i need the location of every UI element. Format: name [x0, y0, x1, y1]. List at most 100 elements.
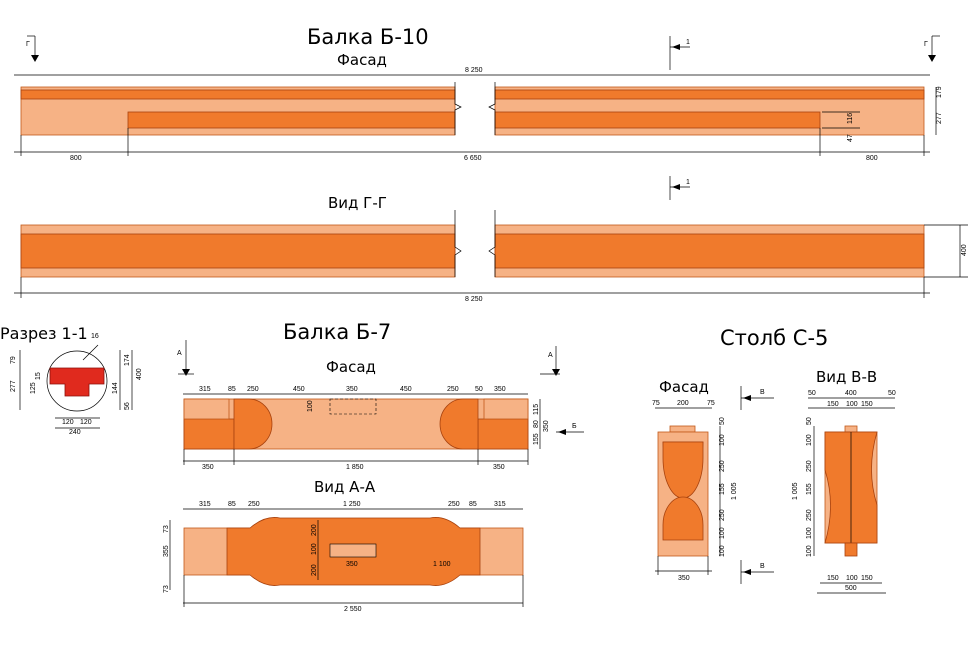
beam-b10-title: Балка Б-10 [307, 25, 429, 49]
c5-s-b150a: 150 [827, 575, 839, 582]
section-mark-right: Г [924, 35, 940, 62]
section-mark-v-bottom: В [740, 560, 774, 584]
dim-15: 15 [35, 372, 42, 380]
facade-top-band-left [20, 89, 456, 100]
b7-dim-155: 155 [533, 433, 540, 445]
dim-79: 79 [10, 356, 17, 364]
dim-total-8250-bottom: 8 250 [465, 296, 483, 303]
c5-s-cap [844, 425, 858, 433]
c5-f-r100b: 100 [719, 527, 726, 539]
b7-right-bulge [439, 398, 479, 450]
c5-s-total-h: 1 005 [792, 482, 799, 500]
dim-277-sec: 277 [10, 380, 17, 392]
b7-plan-slot [329, 543, 377, 558]
break-line-right [488, 82, 496, 135]
beam-b7-view-label: Вид А-А [314, 478, 376, 496]
dim-16: 16 [91, 333, 99, 340]
dim-174: 174 [124, 354, 131, 366]
dim-125: 125 [30, 382, 37, 394]
c5-f-r250a: 250 [719, 460, 726, 472]
side-mark-b: Б [556, 423, 584, 435]
c5-s-foot [844, 542, 858, 557]
section-mark-a-right: А [540, 346, 560, 376]
b7-dim-350b: 350 [494, 386, 506, 393]
b7-dim-350: 350 [346, 386, 358, 393]
section-mark-left: Г [26, 35, 39, 62]
section-1-1: Разрез 1-1 16 79 277 125 15 144 174 400 … [0, 324, 143, 436]
c5-s-b150b: 150 [861, 575, 873, 582]
b7-dim-115: 115 [533, 404, 540, 415]
b7-slot-h: 100 [307, 400, 314, 412]
dim-47: 47 [847, 134, 854, 142]
b7-slot [329, 398, 377, 415]
c5-f-lower-arc [662, 496, 704, 541]
b7-right-end [477, 418, 529, 450]
b7-dim-50: 50 [475, 386, 483, 393]
c5-s-l50: 50 [806, 417, 813, 425]
b7-plan-73b: 73 [163, 585, 170, 593]
c5-s-top150a: 150 [827, 401, 839, 408]
dim-800-right: 800 [866, 155, 878, 162]
c5-s-b100: 100 [846, 575, 858, 582]
c5-s-l250a: 250 [806, 460, 813, 472]
dim-6650: 6 650 [464, 155, 482, 162]
cut-mark-1-mid-label: 1 [686, 179, 690, 186]
column-c5-view-label: Вид В-В [816, 368, 877, 386]
dim-240: 240 [69, 429, 81, 436]
facade-top-band-right [494, 89, 925, 100]
dim-277: 277 [936, 112, 943, 124]
c5-s-l100c: 100 [806, 545, 813, 557]
c5-f-75a: 75 [652, 400, 660, 407]
side-mark-b-label: Б [572, 423, 577, 430]
dim-116: 116 [847, 113, 854, 124]
section-mark-v-top: В [740, 386, 774, 410]
b7-plan-100: 100 [311, 543, 318, 555]
b7-plan-total: 2 550 [344, 606, 362, 613]
column-c5-title: Столб С-5 [720, 326, 828, 350]
b7-dim-450a: 450 [293, 386, 305, 393]
section-mark-a-left-label: А [177, 350, 182, 357]
cut-mark-1-mid: 1 [669, 176, 690, 200]
plan-break-right [488, 210, 496, 277]
section-detail-circle [46, 350, 108, 412]
c5-f-cap [669, 425, 696, 433]
b7-left-notch [183, 398, 230, 420]
section-mark-right-label: Г [924, 41, 928, 48]
beam-b7-title: Балка Б-7 [283, 320, 391, 344]
c5-f-total-h: 1 005 [731, 482, 738, 500]
b7p-dim-315b: 315 [494, 501, 506, 508]
b7-dim-450b: 450 [400, 386, 412, 393]
c5-s-top150b: 150 [861, 401, 873, 408]
b7p-dim-85b: 85 [469, 501, 477, 508]
b7-dim-350r: 350 [543, 420, 550, 432]
c5-f-r155: 155 [719, 483, 726, 495]
c5-f-75b: 75 [707, 400, 715, 407]
dim-total-8250-top: 8 250 [465, 67, 483, 74]
c5-f-r250b: 250 [719, 509, 726, 521]
b7-left-end [183, 418, 235, 450]
dim-144: 144 [112, 382, 119, 394]
section-1-1-title: Разрез 1-1 [0, 324, 88, 343]
c5-s-top100: 100 [846, 401, 858, 408]
b7-dim-250b: 250 [447, 386, 459, 393]
c5-s-l100a: 100 [806, 434, 813, 446]
dim-800-left: 800 [70, 155, 82, 162]
b7-dim-b350b: 350 [493, 464, 505, 471]
facade-mid-band-left [127, 111, 456, 129]
b7-plan-355: 355 [163, 545, 170, 557]
beam-b7: Балка Б-7 Фасад А А 315 85 250 450 350 4… [163, 320, 584, 613]
b7-plan-200b: 200 [311, 564, 318, 576]
cut-mark-1-label: 1 [686, 39, 690, 46]
b7p-dim-250a: 250 [248, 501, 260, 508]
c5-f-r100c: 100 [719, 545, 726, 557]
c5-s-top400: 400 [845, 390, 857, 397]
section-profile [49, 367, 105, 397]
b7-plan-inner-len: 1 100 [433, 561, 451, 568]
plan-break-left [454, 210, 462, 277]
b7-dim-80: 80 [533, 420, 540, 428]
c5-s-width: 500 [845, 585, 857, 592]
beam-b7-facade-label: Фасад [326, 358, 376, 376]
c5-f-r50: 50 [719, 417, 726, 425]
dim-179: 179 [936, 86, 943, 98]
b7-plan-73a: 73 [163, 525, 170, 533]
